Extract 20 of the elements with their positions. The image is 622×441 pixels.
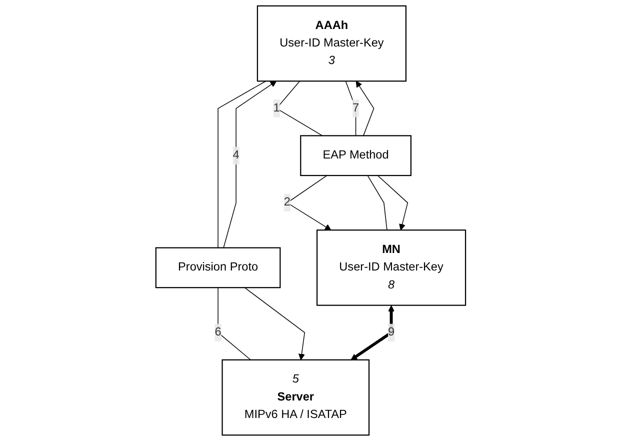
arrow bbox=[378, 175, 408, 230]
node-box: MN User-ID Master-Key 8 bbox=[316, 230, 466, 306]
arrow bbox=[223, 80, 277, 248]
arrow bbox=[356, 80, 374, 136]
edge-label: 9 bbox=[388, 326, 395, 338]
arrow bbox=[244, 287, 306, 360]
connector bbox=[346, 80, 356, 136]
node-box: EAP Method bbox=[300, 135, 412, 176]
connector bbox=[368, 175, 388, 230]
node-box: 5 Server MIPv6 HA / ISATAP bbox=[222, 359, 370, 436]
connector bbox=[218, 80, 266, 248]
edge-label: 1 bbox=[274, 102, 280, 114]
arrow bbox=[351, 305, 395, 360]
connector bbox=[218, 287, 252, 360]
edge-label: 7 bbox=[352, 102, 360, 114]
edge-label: 6 bbox=[215, 326, 222, 338]
edge-label: 2 bbox=[284, 196, 291, 209]
edge-label: 4 bbox=[233, 148, 240, 162]
node-box: Provision Proto bbox=[156, 247, 281, 288]
node-box: AAAh User-ID Master-Key 3 bbox=[257, 5, 407, 82]
